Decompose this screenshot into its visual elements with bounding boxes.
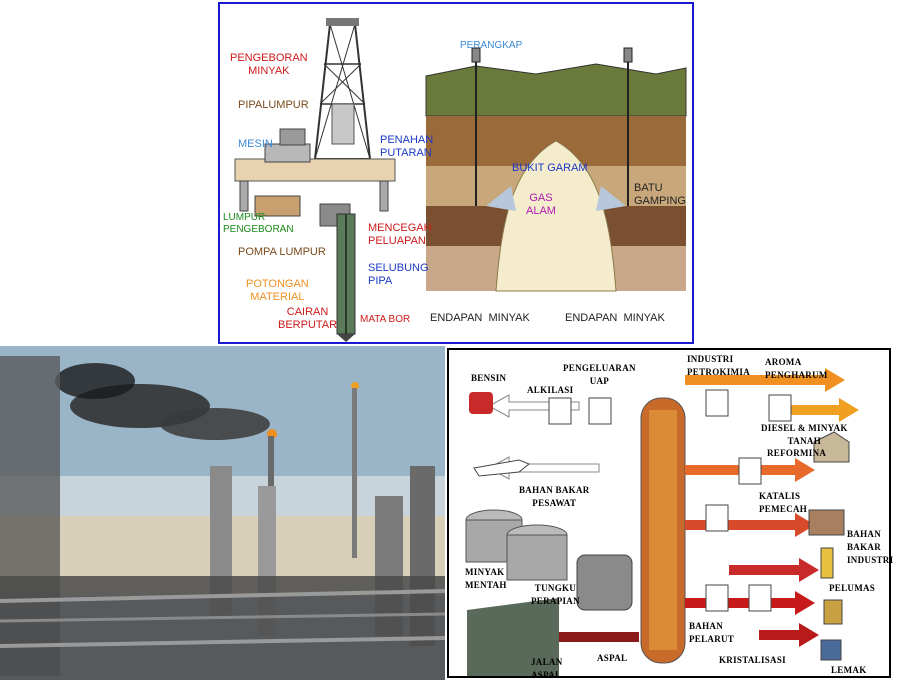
- refinery-process-panel: BENSIN ALKILASI PENGELUARAN UAP INDUSTRI…: [447, 348, 894, 680]
- label-industri-petrokimia: INDUSTRI PETROKIMIA: [687, 354, 751, 377]
- label-mesin: MESIN: [238, 138, 273, 150]
- label-mata-bor: MATA BOR: [360, 314, 411, 325]
- label-penahan-putaran: PENAHAN PUTARAN: [380, 134, 434, 159]
- label-endapan-minyak-left: ENDAPAN MINYAK: [430, 312, 530, 324]
- label-pipa-lumpur: PIPALUMPUR: [238, 99, 309, 111]
- label-tungku-perapian: TUNGKU PERAPIAN: [531, 583, 580, 606]
- label-katalis-pemecah: KATALIS PEMECAH: [759, 491, 808, 514]
- label-bahan-pelarut: BAHAN PELARUT: [689, 621, 735, 644]
- label-lemak: LEMAK: [831, 665, 867, 675]
- label-aspal: ASPAL: [597, 653, 628, 663]
- label-pompa-lumpur: POMPA LUMPUR: [238, 246, 326, 258]
- label-bahan-bakar-industri: BAHAN BAKAR INDUSTRI: [847, 529, 894, 565]
- label-mencegah-peluapan: MENCEGAH PELUAPAN: [368, 222, 432, 247]
- drilling-rig-illustration: [234, 18, 396, 342]
- label-bahan-bakar-pesawat: BAHAN BAKAR PESAWAT: [519, 485, 590, 508]
- label-diesel-minyak-tanah: DIESEL & MINYAK TANAH: [761, 423, 848, 446]
- label-kristalisasi: KRISTALISASI: [719, 655, 786, 665]
- label-pengeboran-minyak: PENGEBORAN MINYAK: [230, 52, 308, 77]
- label-selubung-pipa: SELUBUNG PIPA: [368, 262, 429, 287]
- label-endapan-minyak-right: ENDAPAN MINYAK: [565, 312, 665, 324]
- label-pengeluaran-uap: PENGELUARAN UAP: [563, 363, 636, 386]
- label-bukit-garam: BUKIT GARAM: [512, 162, 588, 174]
- label-perangkap: PERANGKAP: [460, 40, 523, 51]
- label-gas-alam: GAS ALAM: [526, 192, 556, 217]
- refinery-process-illustration: [465, 368, 859, 676]
- label-reforminal: REFORMINA: [767, 448, 827, 458]
- label-lumpur-pengeboran: LUMPUR PENGEBORAN: [223, 212, 294, 235]
- drilling-geology-panel: PENGEBORAN MINYAK PIPALUMPUR MESIN LUMPU…: [218, 2, 694, 344]
- label-batu-gamping: BATU GAMPING: [634, 182, 686, 207]
- refinery-photo: [0, 346, 445, 680]
- label-pelumas: PELUMAS: [829, 583, 876, 593]
- label-aroma-pengharum: AROMA PENGHARUM: [765, 357, 828, 380]
- label-minyak-mentah: MINYAK MENTAH: [465, 567, 507, 590]
- salt-dome-cross-section: [425, 47, 687, 292]
- label-alkilasi: ALKILASI: [527, 385, 574, 395]
- label-potongan-material: POTONGAN MATERIAL: [246, 278, 309, 303]
- label-bensin: BENSIN: [471, 373, 507, 383]
- label-cairan-berputar: CAIRAN BERPUTAR: [278, 306, 338, 331]
- label-jalan-aspal: JALAN ASPAL: [531, 657, 563, 680]
